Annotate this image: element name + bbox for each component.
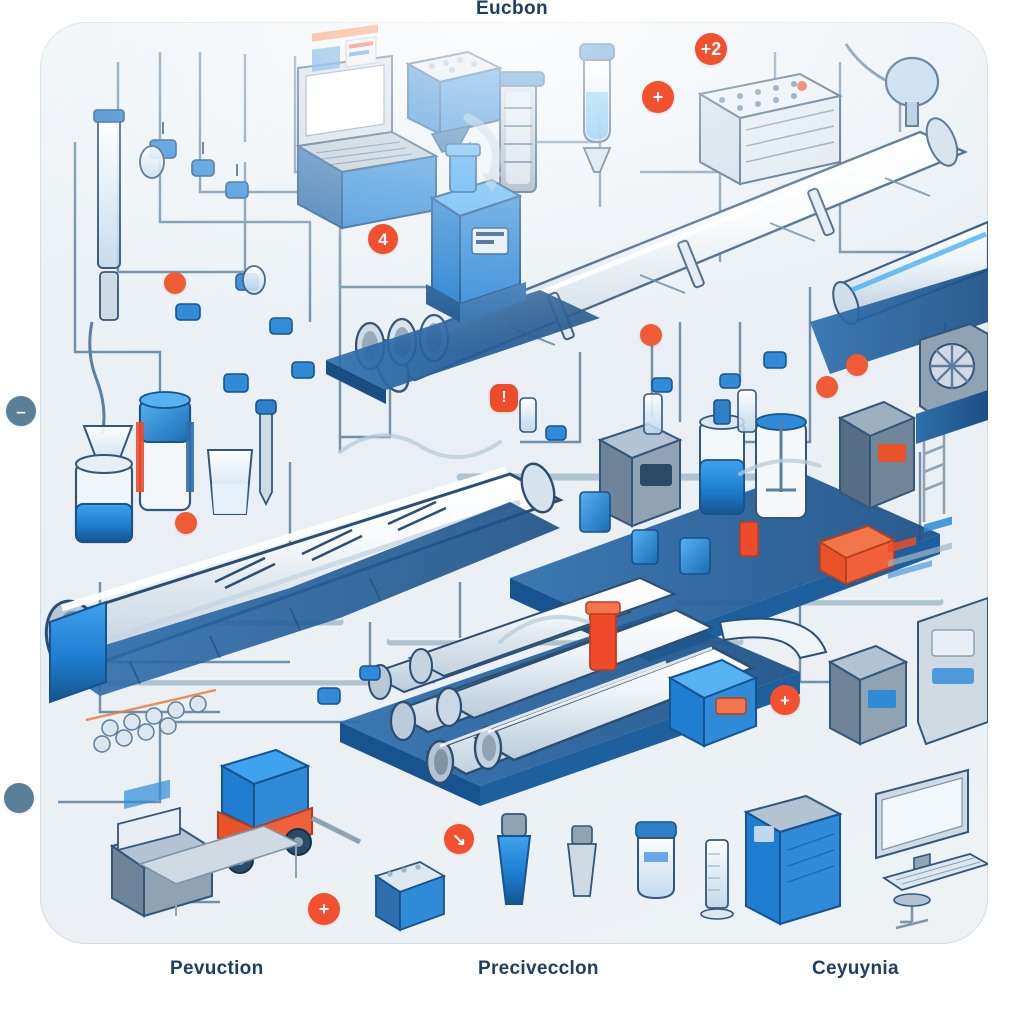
diagram-panel (40, 22, 988, 944)
plant-illustration (44, 24, 988, 932)
bottom-instruments (496, 813, 734, 920)
minus-icon[interactable]: – (6, 396, 36, 426)
dot-icon[interactable] (175, 512, 197, 534)
pressure-bulb (844, 43, 940, 127)
plus-icon[interactable]: + (642, 81, 674, 113)
plus-number-icon[interactable]: +2 (695, 33, 727, 65)
packing-crate (373, 861, 447, 932)
arrow-down-right-icon[interactable]: ↘ (444, 824, 474, 854)
page-title: Eucbon (475, 0, 549, 19)
dot-icon[interactable] (164, 272, 186, 294)
caption-right: Ceyuynia (812, 958, 899, 979)
right-machinery (827, 596, 988, 746)
caption-left: Pevuction (170, 958, 264, 979)
plus-icon[interactable]: + (770, 685, 800, 715)
left-valve-cluster (139, 122, 315, 393)
warning-icon[interactable]: ! (490, 384, 518, 412)
compressor-unit (916, 322, 988, 444)
component-rack (697, 72, 843, 186)
dot-icon[interactable] (640, 324, 662, 346)
dot-icon[interactable] (846, 354, 868, 376)
plus-icon[interactable]: + (308, 893, 340, 925)
sample-bottle (579, 43, 615, 173)
desktop-workstation (295, 24, 440, 230)
dot-icon[interactable] (816, 376, 838, 398)
number-icon[interactable]: 4 (368, 224, 398, 254)
caption-center: Precivecclon (478, 958, 599, 979)
dot-icon[interactable] (4, 783, 34, 813)
control-cabinet (743, 794, 843, 926)
